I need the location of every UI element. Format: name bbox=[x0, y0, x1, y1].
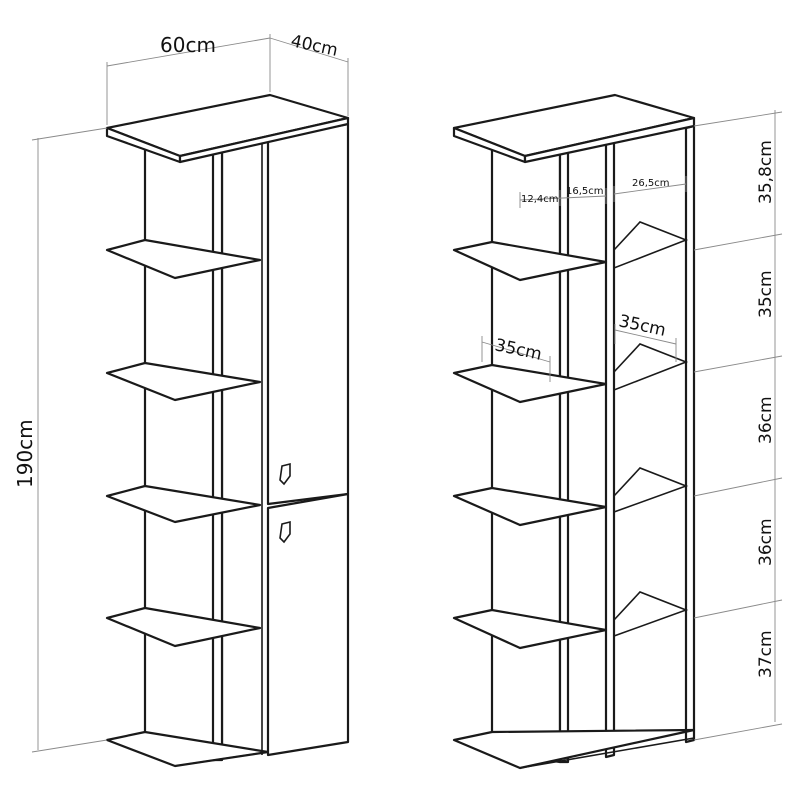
lower-door bbox=[266, 492, 350, 757]
height-label: 190cm bbox=[13, 419, 37, 488]
right-bottom-board bbox=[452, 728, 696, 770]
left-shelf bbox=[105, 606, 262, 648]
left-divider bbox=[211, 148, 224, 762]
depth-label: 40cm bbox=[289, 31, 340, 60]
left-shelf bbox=[105, 361, 262, 402]
section-height-label: 35,8cm bbox=[756, 140, 776, 204]
left-shelf bbox=[105, 484, 262, 524]
upper-door bbox=[266, 122, 350, 506]
left-side-panel bbox=[143, 138, 224, 760]
right-shelf bbox=[452, 363, 608, 404]
right-divider bbox=[558, 148, 570, 764]
section-height-label: 37cm bbox=[756, 630, 776, 678]
compartment-width-label: 26,5cm bbox=[632, 178, 670, 189]
compartment-width-label: 12,4cm bbox=[521, 194, 559, 205]
left-bookcase-with-doors bbox=[31, 34, 350, 768]
section-height-label: 35cm bbox=[756, 270, 776, 318]
lower-door-handle bbox=[279, 520, 291, 544]
right-divider bbox=[604, 138, 616, 759]
right-shelf bbox=[452, 240, 608, 282]
section-height-label: 36cm bbox=[756, 518, 776, 566]
right-shelf bbox=[452, 608, 608, 650]
width-label: 60cm bbox=[160, 33, 216, 57]
section-height-label: 36cm bbox=[756, 396, 776, 444]
upper-door-handle bbox=[279, 462, 291, 486]
right-open-bookcase bbox=[452, 93, 783, 770]
left-shelf bbox=[105, 238, 262, 280]
right-side-panel bbox=[684, 124, 696, 744]
right-shelf bbox=[452, 486, 608, 527]
compartment-width-label: 16,5cm bbox=[566, 186, 604, 197]
